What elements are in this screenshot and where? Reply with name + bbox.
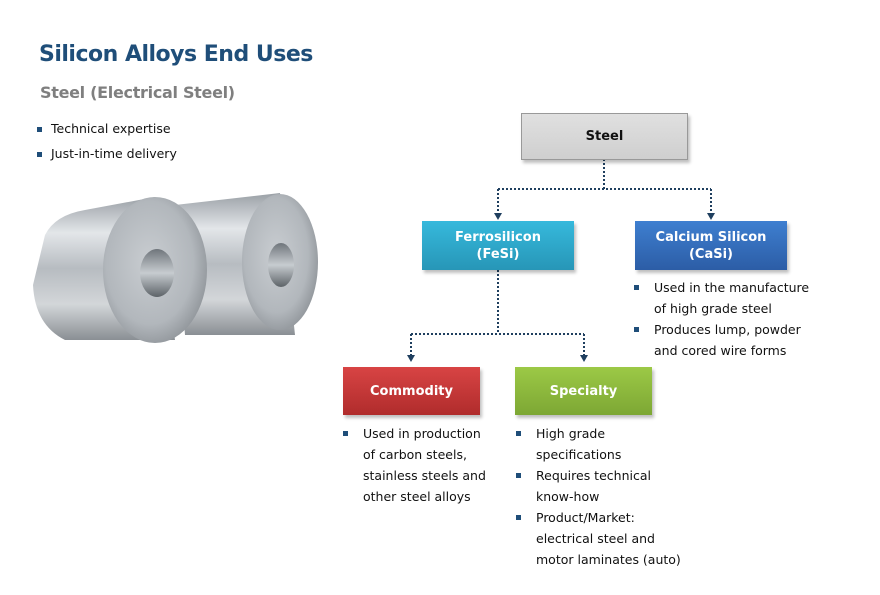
note-item: Product/Market: electrical steel and mot… xyxy=(516,507,696,570)
node-steel: Steel xyxy=(521,113,688,160)
specialty-notes: High grade specifications Requires techn… xyxy=(516,423,696,570)
arrowhead-fesi-icon xyxy=(494,213,502,220)
arrowhead-specialty-icon xyxy=(580,355,588,362)
bullet-square-icon xyxy=(634,285,639,290)
note-item: High grade specifications xyxy=(516,423,696,465)
node-specialty: Specialty xyxy=(515,367,652,415)
node-commodity: Commodity xyxy=(343,367,480,415)
commodity-notes: Used in production of carbon steels, sta… xyxy=(343,423,493,507)
bullet-square-icon xyxy=(516,473,521,478)
node-calcium-silicon: Calcium Silicon(CaSi) xyxy=(635,221,787,270)
bullet-square-icon xyxy=(516,431,521,436)
node-ferrosilicon: Ferrosilicon(FeSi) xyxy=(422,221,574,270)
bullet-square-icon xyxy=(37,152,42,157)
front-coil xyxy=(33,197,207,343)
page-title: Silicon Alloys End Uses xyxy=(39,42,313,67)
bullet-square-icon xyxy=(634,327,639,332)
steel-coils-image xyxy=(33,193,318,343)
note-item: Used in the manufacture of high grade st… xyxy=(634,277,834,319)
note-item: Produces lump, powder and cored wire for… xyxy=(634,319,834,361)
bullet-square-icon xyxy=(516,515,521,520)
bullet-square-icon xyxy=(37,127,42,132)
arrowhead-commodity-icon xyxy=(407,355,415,362)
note-item: Requires technical know-how xyxy=(516,465,696,507)
bullet-square-icon xyxy=(343,431,348,436)
note-item: Used in production of carbon steels, sta… xyxy=(343,423,493,507)
arrowhead-casi-icon xyxy=(707,213,715,220)
calcium-silicon-notes: Used in the manufacture of high grade st… xyxy=(634,277,834,361)
page-subtitle: Steel (Electrical Steel) xyxy=(40,83,235,102)
back-coil xyxy=(175,193,318,335)
